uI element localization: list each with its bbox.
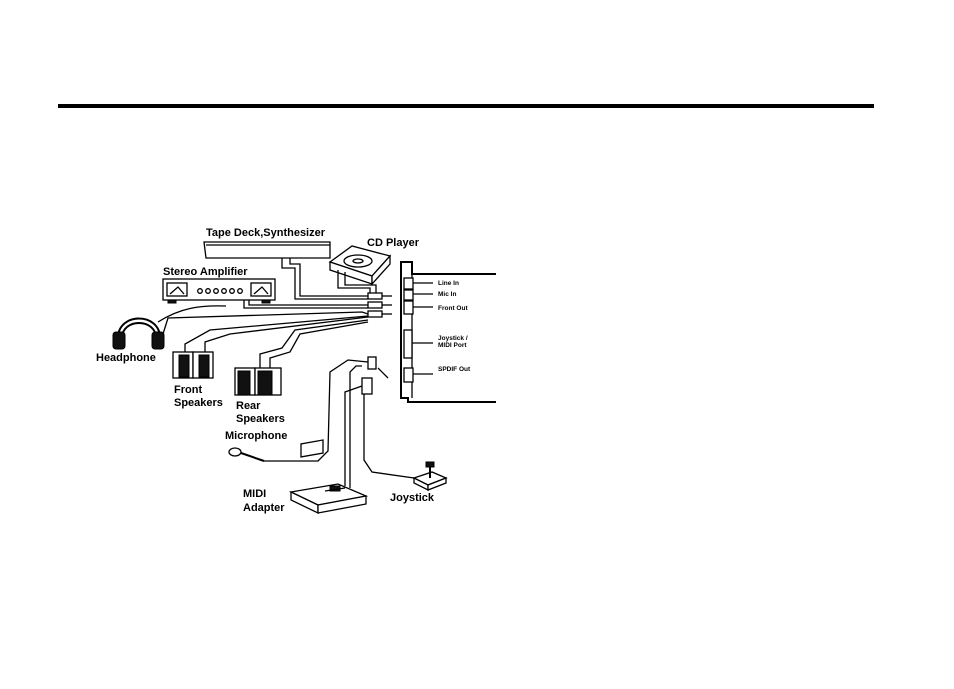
rear-speakers: Rear Speakers — [234, 367, 285, 425]
stereo-amplifier-label: Stereo Amplifier — [163, 266, 248, 278]
tape-deck-label: Tape Deck,Synthesizer — [206, 227, 326, 239]
joystick-label: Joystick — [390, 492, 435, 504]
rear-speakers-label-2: Speakers — [236, 413, 285, 425]
stereo-amplifier: Stereo Amplifier — [162, 266, 276, 304]
cd-player: CD Player — [328, 237, 420, 286]
line-in-jack — [403, 277, 414, 290]
port-label-front-out: Front Out — [438, 305, 468, 312]
cables — [157, 258, 415, 488]
port-label-line-in: Line In — [438, 280, 459, 287]
joystick-midi-port — [403, 329, 413, 359]
midi-adapter-label-1: MIDI — [243, 488, 266, 500]
port-label-midi-port: MIDI Port — [438, 342, 467, 349]
rear-speakers-label-1: Rear — [236, 400, 261, 412]
joystick: Joystick — [390, 461, 448, 504]
mic-in-jack — [403, 289, 414, 301]
midi-adapter-label-2: Adapter — [243, 502, 285, 514]
port-label-joystick: Joystick / — [438, 335, 468, 342]
game-port-plug — [361, 377, 373, 395]
microphone-label: Microphone — [225, 430, 287, 442]
headphone: Headphone — [96, 317, 165, 364]
cd-player-label: CD Player — [367, 237, 420, 249]
port-label-mic-in: Mic In — [438, 291, 456, 298]
microphone: Microphone — [225, 430, 287, 462]
front-speakers-label-2: Speakers — [174, 397, 223, 409]
spdif-out-jack — [403, 367, 414, 383]
tape-deck-synthesizer: Tape Deck,Synthesizer — [203, 227, 331, 259]
front-out-jack — [403, 300, 414, 315]
port-label-spdif-out: SPDIF Out — [438, 366, 471, 373]
front-speakers-label-1: Front — [174, 384, 202, 396]
headphone-label: Headphone — [96, 352, 156, 364]
sound-card: Line In Mic In Front Out Joystick / MIDI… — [400, 261, 496, 403]
front-speakers: Front Speakers — [172, 351, 223, 409]
mic-plug — [367, 356, 377, 370]
midi-adapter: MIDI Adapter — [243, 439, 369, 515]
page-header-rule — [58, 104, 874, 108]
